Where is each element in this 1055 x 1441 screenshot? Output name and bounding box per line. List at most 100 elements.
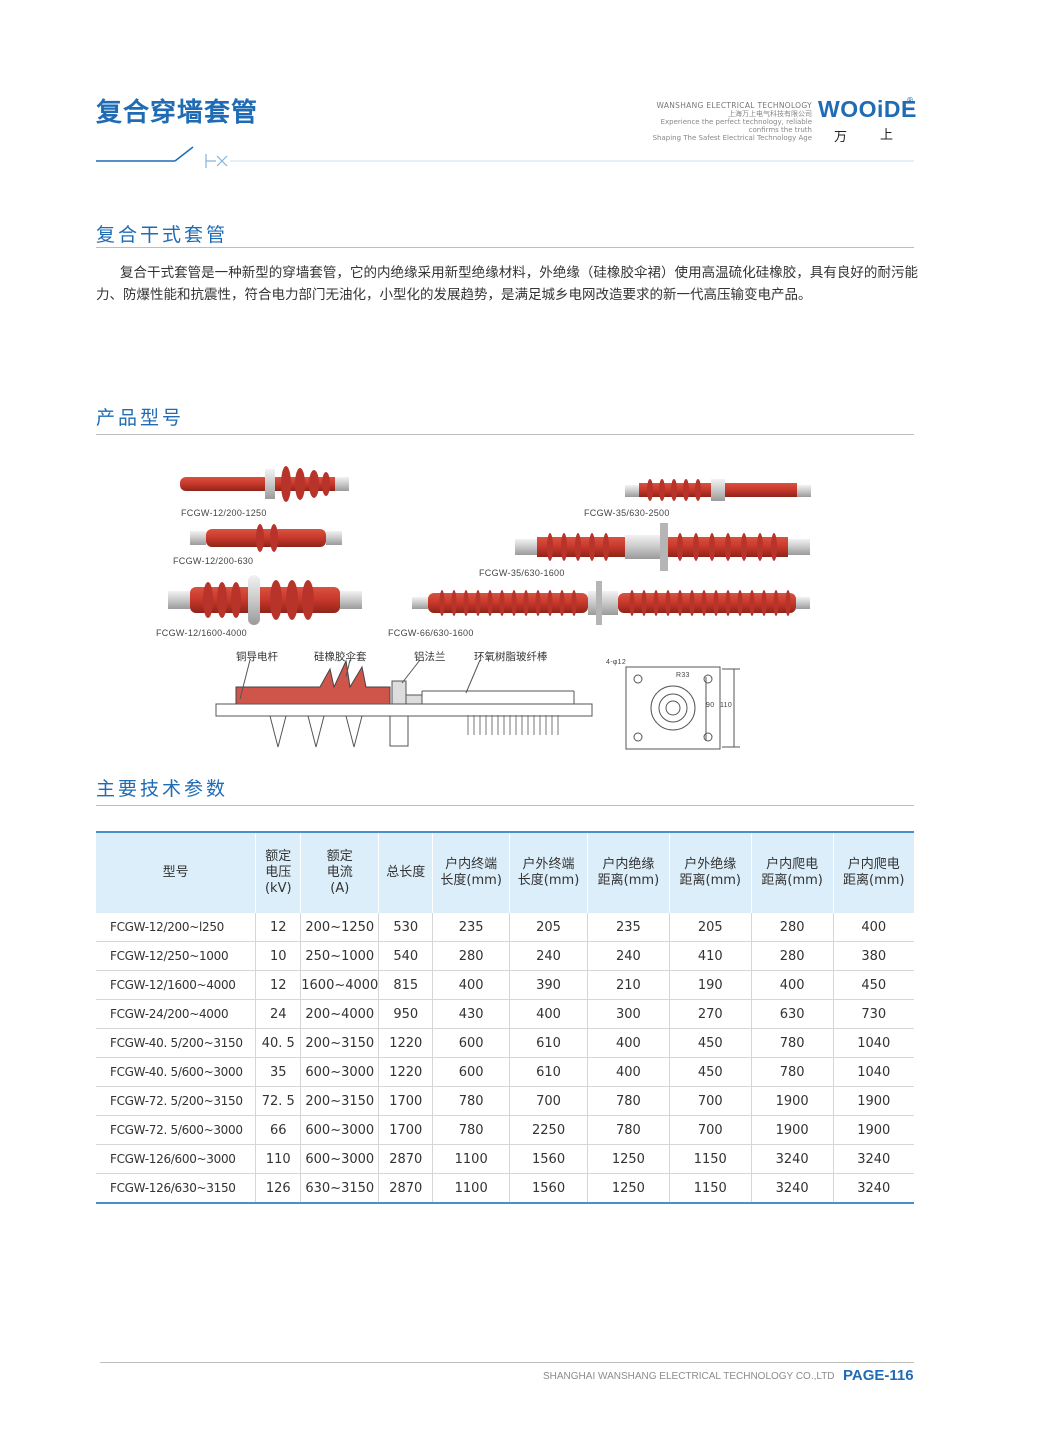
brand-tagline: WANSHANG ELECTRICAL TECHNOLOGY 上海万上电气科技有… xyxy=(640,101,812,143)
brand-logo-cn-2: 上 xyxy=(880,128,894,143)
value-cell: 450 xyxy=(668,1057,752,1087)
model-cell: FCGW-40. 5/200~3150 xyxy=(96,1028,256,1058)
value-cell: 1900 xyxy=(832,1086,914,1116)
column-header-line: (kV) xyxy=(264,881,292,896)
value-cell: 450 xyxy=(668,1028,752,1058)
column-header: 户外绝缘距离(mm) xyxy=(668,831,752,913)
value-cell: 3240 xyxy=(750,1173,834,1204)
value-cell: 126 xyxy=(255,1173,301,1204)
part-label-epoxy-rod: 环氧树脂玻纤棒 xyxy=(474,651,548,663)
value-cell: 780 xyxy=(586,1086,670,1116)
spec-table: 型号额定电压(kV)额定电流(A)总长度户内终端长度(mm)户外终端长度(mm)… xyxy=(96,831,914,1204)
part-label-copper-rod: 铜导电杆 xyxy=(236,651,278,663)
brand-name-cn: 上海万上电气科技有限公司 xyxy=(728,110,812,118)
value-cell: 780 xyxy=(750,1057,834,1087)
value-cell: 1560 xyxy=(509,1144,588,1174)
value-cell: 630 xyxy=(750,999,834,1029)
column-header-line: 距离(mm) xyxy=(679,873,742,888)
value-cell: 12 xyxy=(255,913,301,942)
product-illustrations xyxy=(168,466,811,750)
value-cell: 72. 5 xyxy=(255,1086,301,1116)
value-cell: 66 xyxy=(255,1115,301,1145)
dim-holes: 4-φ12 xyxy=(606,659,627,666)
column-header-line: 长度(mm) xyxy=(440,873,502,888)
value-cell: 35 xyxy=(255,1057,301,1087)
value-cell: 780 xyxy=(432,1086,510,1116)
value-cell: 3240 xyxy=(750,1144,834,1174)
value-cell: 235 xyxy=(432,913,510,942)
value-cell: 200~3150 xyxy=(300,1028,379,1058)
value-cell: 400 xyxy=(509,999,588,1029)
registered-mark: ® xyxy=(906,96,914,105)
model-cell: FCGW-72. 5/200~3150 xyxy=(96,1086,256,1116)
value-cell: 380 xyxy=(832,941,914,971)
footer-company: SHANGHAI WANSHANG ELECTRICAL TECHNOLOGY … xyxy=(543,1371,835,1382)
brand-logo-cn-1: 万 xyxy=(834,130,848,145)
column-header: 户内爬电距离(mm) xyxy=(832,831,914,913)
section-divider xyxy=(96,805,914,806)
value-cell: 530 xyxy=(378,913,433,942)
column-header-line: 户外绝缘 xyxy=(684,857,737,872)
value-cell: 1040 xyxy=(832,1028,914,1058)
bushing-35-630-2500 xyxy=(625,479,811,501)
column-header: 额定电流(A) xyxy=(300,831,379,913)
column-header-line: 总长度 xyxy=(386,865,426,880)
column-header-line: 距离(mm) xyxy=(843,873,905,888)
column-header-line: (A) xyxy=(330,881,350,896)
value-cell: 700 xyxy=(668,1086,752,1116)
page-number: PAGE-116 xyxy=(843,1367,914,1384)
value-cell: 700 xyxy=(509,1086,588,1116)
column-header-line: 距离(mm) xyxy=(597,873,660,888)
value-cell: 110 xyxy=(255,1144,301,1174)
table-header-row: 型号额定电压(kV)额定电流(A)总长度户内终端长度(mm)户外终端长度(mm)… xyxy=(96,831,914,913)
model-cell: FCGW-12/1600~4000 xyxy=(96,970,256,1000)
brand-slogan-2: Shaping The Safest Electrical Technology… xyxy=(652,134,812,142)
value-cell: 2870 xyxy=(378,1173,433,1204)
footer-divider xyxy=(100,1362,914,1363)
value-cell: 610 xyxy=(509,1057,588,1087)
column-header-line: 户内爬电 xyxy=(766,857,819,872)
column-header: 户内爬电距离(mm) xyxy=(750,831,834,913)
value-cell: 1250 xyxy=(586,1144,670,1174)
value-cell: 600~3000 xyxy=(300,1057,379,1087)
value-cell: 270 xyxy=(668,999,752,1029)
section-title-params: 主要技术参数 xyxy=(96,778,229,800)
value-cell: 205 xyxy=(509,913,588,942)
column-header-line: 额定 xyxy=(265,849,292,864)
value-cell: 3240 xyxy=(832,1173,914,1204)
value-cell: 250~1000 xyxy=(300,941,379,971)
model-cell: FCGW-126/630~3150 xyxy=(96,1173,256,1204)
label-66-630-1600: FCGW-66/630-1600 xyxy=(388,628,474,638)
value-cell: 200~4000 xyxy=(300,999,379,1029)
value-cell: 1040 xyxy=(832,1057,914,1087)
value-cell: 600~3000 xyxy=(300,1144,379,1174)
section-title-intro: 复合干式套管 xyxy=(96,224,229,246)
model-cell: FCGW-12/200~l250 xyxy=(96,913,256,942)
value-cell: 390 xyxy=(509,970,588,1000)
value-cell: 1250 xyxy=(586,1173,670,1204)
value-cell: 950 xyxy=(378,999,433,1029)
column-header-line: 长度(mm) xyxy=(517,873,580,888)
value-cell: 1560 xyxy=(509,1173,588,1204)
value-cell: 400 xyxy=(750,970,834,1000)
value-cell: 190 xyxy=(668,970,752,1000)
bushing-12-200-630 xyxy=(190,524,342,552)
brand-name-en: WANSHANG ELECTRICAL TECHNOLOGY xyxy=(656,101,812,110)
brand-slogan-1: Experience the perfect technology, relia… xyxy=(660,118,812,134)
label-35-630-2500: FCGW-35/630-2500 xyxy=(584,508,670,518)
value-cell: 210 xyxy=(586,970,670,1000)
value-cell: 400 xyxy=(586,1028,670,1058)
value-cell: 235 xyxy=(586,913,670,942)
value-cell: 1150 xyxy=(668,1144,752,1174)
bushing-35-630-1600 xyxy=(515,523,810,571)
column-header: 户外终端长度(mm) xyxy=(509,831,588,913)
column-header: 户内终端长度(mm) xyxy=(432,831,510,913)
value-cell: 780 xyxy=(432,1115,510,1145)
